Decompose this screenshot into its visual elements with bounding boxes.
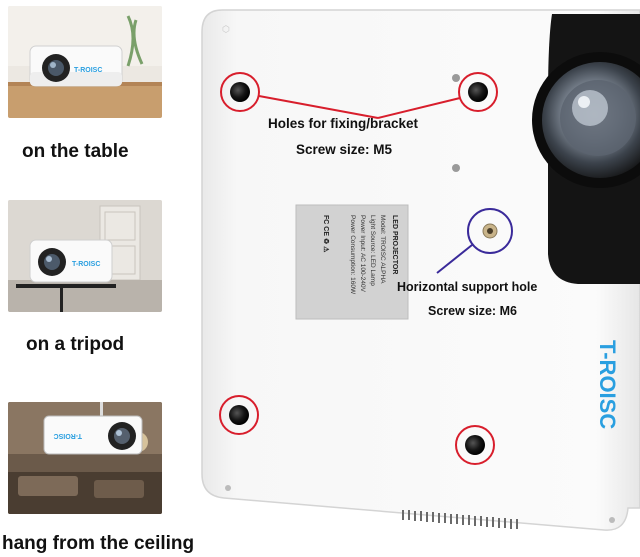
fixing-hole-bottom-left	[219, 395, 259, 435]
spec-line: Model: TROISC ALPHA	[379, 215, 386, 284]
small-screw-icon	[452, 74, 460, 82]
thumbnail-table: T-ROISC	[8, 6, 162, 118]
brand-name: T-ROISC	[595, 340, 620, 429]
small-screw-icon	[452, 164, 460, 172]
thumbnail-tripod: T-ROISC	[8, 200, 162, 312]
thumbnail-ceiling: T-ROISC	[8, 402, 162, 514]
support-title: Horizontal support hole	[397, 280, 538, 294]
svg-text:T-ROISC: T-ROISC	[74, 67, 102, 74]
support-leader-line	[436, 244, 473, 274]
support-screw-size: Screw size: M6	[428, 304, 517, 318]
svg-text:T-ROISC: T-ROISC	[54, 432, 82, 439]
bracket-screw-size: Screw size: M5	[296, 142, 393, 157]
svg-text:FC CE ♻ ⚠: FC CE ♻ ⚠	[322, 215, 330, 253]
bracket-title: Holes for fixing/bracket	[268, 116, 419, 131]
lens-icon	[532, 52, 640, 188]
spec-line: Power Consumption: 160W	[349, 215, 356, 295]
support-hole	[467, 208, 513, 254]
projector-body	[201, 9, 640, 531]
spec-line: Light Source: LED Lamp	[369, 215, 376, 286]
fixing-hole-top-right	[458, 72, 498, 112]
projector-on-ceiling-image: T-ROISC	[8, 402, 162, 514]
fixing-hole-top-left	[220, 72, 260, 112]
vent-grille	[402, 510, 518, 529]
caption-tripod: on a tripod	[26, 334, 125, 355]
brand-logo: T-ROISC	[595, 340, 620, 429]
bracket-leader-line	[258, 95, 379, 119]
caption-ceiling: hang from the ceiling	[2, 533, 195, 554]
spec-line: Power Input: AC 100-240V	[359, 215, 366, 293]
projector-on-tripod-image: T-ROISC	[8, 200, 162, 312]
spec-header: LED PROJECTOR	[391, 215, 398, 274]
svg-text:T-ROISC: T-ROISC	[72, 261, 100, 268]
svg-text:⬡: ⬡	[222, 24, 230, 34]
spec-label-plate: LED PROJECTOR Model: TROISC ALPHA Light …	[295, 204, 409, 320]
projector-on-table-image: T-ROISC	[8, 6, 162, 118]
fixing-hole-bottom-right	[455, 425, 495, 465]
caption-table: on the table	[22, 141, 129, 162]
